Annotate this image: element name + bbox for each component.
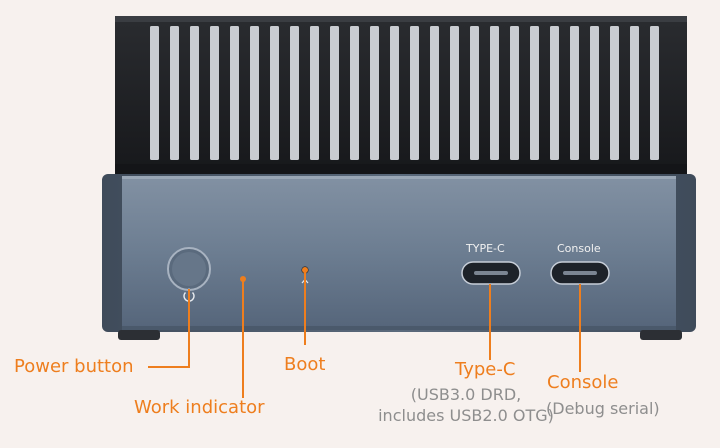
heatsink-fin [270,26,279,160]
heatsink-fin [170,26,179,160]
heatsink-fin [190,26,199,160]
heatsink-fin [570,26,579,160]
heatsink-fin [450,26,459,160]
heatsink-fin [550,26,559,160]
work-indicator-callout: Work indicator [134,397,265,418]
heatsink-fin [250,26,259,160]
heatsink-fin [530,26,539,160]
heatsink-fin [330,26,339,160]
heatsink-fin [150,26,159,160]
heatsink-fin [290,26,299,160]
front-panel [102,174,696,332]
heatsink-fin [390,26,399,160]
heatsink-fin [490,26,499,160]
typec-callout: Type-C [455,359,516,380]
heatsink-fin [230,26,239,160]
feet [118,330,682,340]
heatsink-fin [470,26,479,160]
leader-dots [240,267,308,282]
heatsink-fin [590,26,599,160]
heatsink-fin [430,26,439,160]
power-button[interactable] [167,247,211,291]
power-button-callout: Power button [14,356,134,377]
typec-port[interactable] [461,261,521,285]
heatsink [115,16,687,176]
heatsink-fin [630,26,639,160]
heatsink-fin [350,26,359,160]
boot-callout: Boot [284,354,326,375]
typec-detail-line-2: includes USB2.0 OTG) [378,406,554,425]
heatsink-fin [410,26,419,160]
heatsink-fin [510,26,519,160]
console-panel-label: Console [557,242,601,255]
typec-detail-line-1: (USB3.0 DRD, [410,385,522,404]
typec-detail: (USB3.0 DRD, includes USB2.0 OTG) [366,384,566,426]
console-callout: Console [547,372,619,393]
heatsink-fin [210,26,219,160]
heatsink-fin [370,26,379,160]
console-detail: (Debug serial) [546,399,660,418]
heatsink-fin [650,26,659,160]
leader-lines [148,270,581,398]
heatsink-fin [310,26,319,160]
typec-panel-label: TYPE-C [466,242,505,255]
console-port[interactable] [550,261,610,285]
heatsink-fin [610,26,619,160]
